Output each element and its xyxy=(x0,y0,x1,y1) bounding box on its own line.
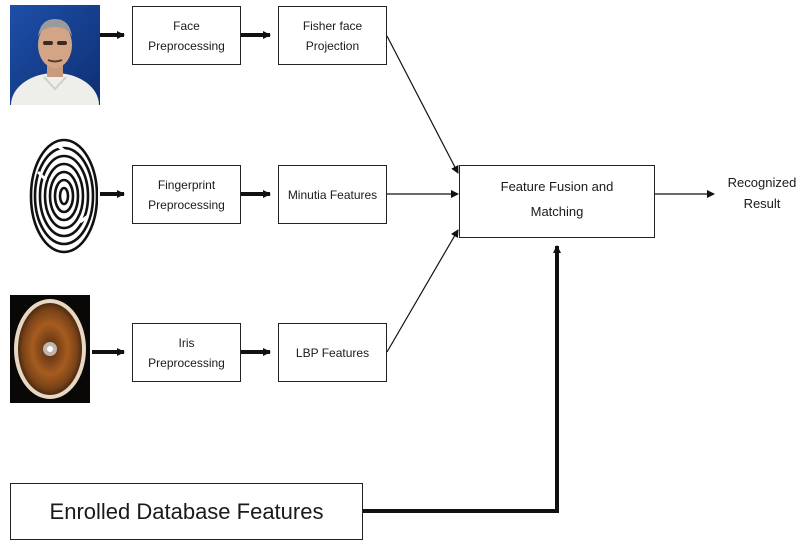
minutia-features-label: Minutia Features xyxy=(287,187,378,202)
face-photo xyxy=(10,5,100,105)
recognized-result-line2: Result xyxy=(743,196,781,211)
iris-preprocessing-box: Iris Preprocessing xyxy=(132,323,241,382)
fisherface-projection-line1: Fisher face xyxy=(302,18,363,33)
fisherface-projection-line2: Projection xyxy=(305,38,360,53)
feature-fusion-line1: Feature Fusion and xyxy=(500,179,614,194)
enrolled-database-label: Enrolled Database Features xyxy=(49,498,324,524)
fingerprint-preprocessing-line1: Fingerprint xyxy=(157,177,216,192)
feature-fusion-box: Feature Fusion and Matching xyxy=(459,165,655,238)
arrow-database-to-fusion xyxy=(363,245,561,513)
fingerprint-preprocessing-line2: Preprocessing xyxy=(148,197,225,212)
fingerprint-image xyxy=(28,132,98,260)
face-preprocessing-box: Face Preprocessing xyxy=(132,6,241,65)
iris-preprocessing-line1: Iris xyxy=(178,335,195,350)
recognized-result-label: Recognized Result xyxy=(718,172,806,214)
iris-preprocessing-line2: Preprocessing xyxy=(148,355,225,370)
lbp-features-box: LBP Features xyxy=(278,323,387,382)
arrow-projection-to-fusion xyxy=(386,35,459,174)
recognized-result-line1: Recognized xyxy=(727,175,797,190)
feature-fusion-line2: Matching xyxy=(530,204,584,219)
fingerprint-preprocessing-box: Fingerprint Preprocessing xyxy=(132,165,241,224)
face-preprocessing-line2: Preprocessing xyxy=(148,38,225,53)
enrolled-database-box: Enrolled Database Features xyxy=(10,483,363,540)
arrow-lbp-to-fusion xyxy=(386,229,459,353)
fisherface-projection-box: Fisher face Projection xyxy=(278,6,387,65)
minutia-features-box: Minutia Features xyxy=(278,165,387,224)
iris-image xyxy=(10,295,90,403)
face-preprocessing-line1: Face xyxy=(173,18,200,33)
lbp-features-label: LBP Features xyxy=(295,345,370,360)
